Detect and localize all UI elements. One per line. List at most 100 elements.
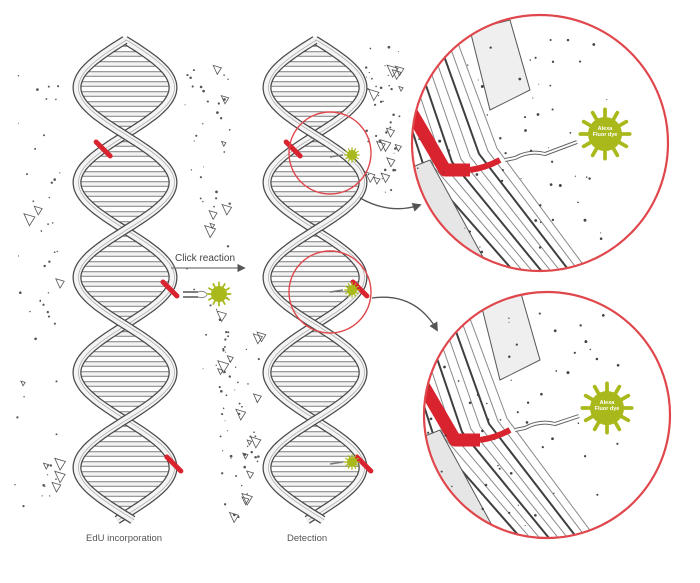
debris-dot [50, 181, 53, 184]
debris-dot [382, 100, 384, 103]
base-pair-rung [267, 91, 363, 97]
debris-dot [500, 179, 504, 183]
debris-dot [202, 200, 204, 203]
debris-dot [254, 435, 257, 438]
edu-incorporation-label: EdU incorporation [86, 533, 163, 544]
debris-dot [508, 321, 510, 323]
debris-dot [55, 98, 57, 101]
base-pair-rung [268, 171, 362, 177]
debris-dot [541, 446, 544, 449]
debris-dot [48, 260, 51, 263]
base-pair-rung [76, 461, 174, 467]
debris-dot [367, 88, 369, 90]
debris-dot [39, 299, 42, 302]
debris-dot [186, 74, 189, 77]
debris-dot [215, 197, 218, 200]
debris-dot [444, 489, 448, 493]
debris-dot [475, 173, 479, 176]
base-pair-rung [78, 361, 172, 367]
debris-dot [40, 230, 43, 232]
debris-dot [525, 421, 529, 424]
debris-dot [18, 122, 20, 124]
debris-dot [247, 383, 249, 385]
sun-ray [347, 283, 351, 287]
debris-dot [383, 168, 387, 172]
debris-dot [481, 429, 484, 433]
debris-dot [515, 343, 518, 346]
debris-dot [504, 152, 507, 155]
debris-dot [397, 186, 400, 189]
debris-dot [523, 116, 527, 119]
debris-shard [386, 64, 399, 79]
base-pair-rung [76, 271, 174, 277]
debris-dot [224, 351, 226, 353]
debris-dot [218, 386, 221, 389]
debris-dot [601, 314, 605, 317]
debris-dot [534, 219, 538, 222]
dna-helix-edu [72, 36, 184, 524]
azide-linker-inner [514, 415, 580, 431]
debris-dot [246, 493, 248, 495]
debris-dot [46, 310, 49, 314]
debris-shard [394, 65, 405, 77]
debris-shard [367, 88, 380, 102]
debris-dot [606, 98, 608, 100]
debris-dot [256, 460, 259, 463]
sun-ray [590, 146, 599, 158]
debris-dot [577, 201, 579, 204]
debris-dot [550, 160, 554, 163]
dye-linker [329, 154, 344, 158]
debris-dot [596, 493, 599, 496]
debris-dot [412, 90, 413, 93]
azide-linker-inner [504, 141, 578, 161]
debris-dot [206, 100, 208, 103]
debris-dot [228, 375, 231, 378]
debris-dot [221, 472, 224, 475]
debris-dot [49, 495, 51, 497]
debris-dot [433, 41, 436, 43]
sun-ray [583, 393, 595, 402]
debris-dot [384, 191, 386, 193]
debris-dot [226, 245, 230, 248]
backbone-strand-fill [73, 37, 177, 523]
debris-dot [57, 85, 60, 88]
debris-dot [379, 86, 383, 90]
debris-dot [585, 176, 588, 178]
base-pair-rung [278, 391, 352, 397]
debris-dot [34, 147, 37, 150]
debris-shard [250, 436, 262, 449]
debris-dot [209, 304, 212, 307]
debris-shard [20, 380, 26, 387]
debris-dot [583, 218, 587, 222]
sun-ray [355, 291, 359, 295]
dye-label-line1: Alexa [597, 126, 613, 132]
debris-dot [23, 395, 25, 398]
debris-dot [397, 222, 400, 225]
dye-label-top: Alexa Fluor dye [590, 126, 620, 138]
edu-nucleotide-zoom [424, 376, 480, 447]
sun-disc [347, 285, 357, 295]
dye-linker [329, 289, 344, 293]
base-pair-rung [271, 451, 359, 457]
zoom-source-circle-middle [288, 250, 372, 334]
backbone-strand-line [268, 39, 365, 521]
debris-dot [510, 379, 512, 381]
base-pair-rung [280, 61, 350, 67]
debris-dot [199, 85, 203, 89]
debris-dot [536, 113, 540, 116]
debris-dot [385, 131, 388, 134]
sun-disc [347, 457, 357, 467]
debris-dot [378, 139, 380, 142]
debris-dot [234, 366, 237, 368]
debris-dot [53, 251, 56, 254]
debris-shard [252, 333, 263, 345]
debris-dot [47, 223, 49, 225]
debris-dot [509, 471, 513, 475]
debris-dot [499, 137, 502, 140]
sun-ray [347, 158, 351, 162]
debris-dot [253, 431, 255, 434]
sun-ray [592, 420, 601, 432]
debris-dot [365, 129, 368, 133]
debris-dot [481, 507, 484, 511]
dye-label-line2: Fluor dye [594, 406, 620, 412]
